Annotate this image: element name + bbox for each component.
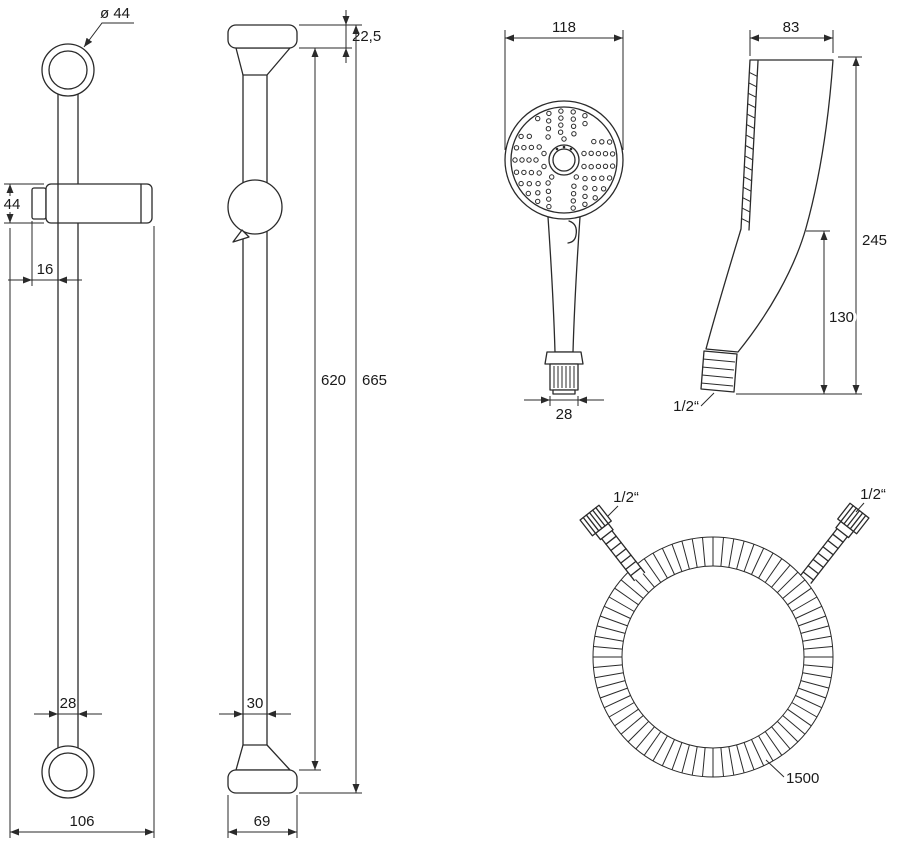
dim-text-rail-depth: 30 — [247, 695, 264, 712]
handshower-side-body — [705, 59, 834, 353]
dim-text-thread-size: 1/2“ — [673, 398, 699, 415]
mode-button — [548, 144, 580, 176]
hose-connector-left — [579, 504, 646, 582]
leader-line — [83, 22, 134, 48]
dim-rail-width-front: 28 — [34, 695, 102, 718]
dim-text-mount-diameter: ø 44 — [100, 5, 130, 22]
hang-hook — [567, 220, 577, 244]
wall-rosette-top — [41, 43, 95, 97]
nozzle-holes — [512, 108, 616, 211]
thread-hatching-side — [700, 358, 736, 387]
leader-line — [765, 759, 785, 778]
dim-text-handle-length: 130 — [829, 309, 854, 326]
dim-text-overall-height: 245 — [862, 232, 887, 249]
leader-line — [855, 502, 865, 513]
hose-connector-right — [800, 502, 870, 584]
dim-text-rail-width: 28 — [60, 695, 77, 712]
dim-rail-depth: 30 — [219, 695, 291, 718]
dim-text-overall-length: 665 — [362, 372, 387, 389]
handshower-front-view: 118 28 — [504, 16, 624, 423]
dim-connector-diameter: 28 — [524, 396, 604, 423]
dim-text-holder-height: 44 — [4, 196, 21, 213]
dim-text-head-depth: 83 — [783, 19, 800, 36]
dim-holder-height: 44 — [1, 183, 44, 224]
dim-text-connector-diameter: 28 — [556, 406, 573, 423]
dim-overall-height: 245 — [736, 56, 890, 395]
rail-side-view: 22,5 620 665 30 69 — [219, 10, 390, 838]
dim-overall-width: 106 — [9, 226, 155, 838]
dim-holder-offset: 16 — [8, 221, 82, 286]
thread-hatching-front — [553, 366, 575, 388]
dim-text-hose-thread-right: 1/2“ — [860, 486, 886, 503]
dim-rail-length: 620 — [299, 48, 349, 771]
dim-text-hose-thread-left: 1/2“ — [613, 489, 639, 506]
leader-line — [607, 505, 619, 517]
label-hose-thread-left: 1/2“ — [607, 489, 639, 517]
dim-head-diameter: 118 — [504, 16, 624, 150]
dim-head-depth: 83 — [749, 16, 834, 56]
dim-text-holder-offset: 16 — [37, 261, 54, 278]
dim-overall-length: 665 — [299, 25, 390, 794]
dim-text-rail-length: 620 — [321, 372, 346, 389]
wall-mount-top-side — [227, 24, 298, 76]
label-hose-thread-right: 1/2“ — [855, 486, 886, 513]
dim-text-head-diameter: 118 — [552, 19, 576, 36]
handshower-handle — [544, 216, 584, 395]
dim-handle-length: 130 — [806, 230, 857, 394]
dim-mount-height: 22,5 — [299, 10, 381, 63]
shower-holder-front — [31, 183, 153, 224]
wall-rosette-bottom — [41, 745, 95, 799]
hose-ribs — [592, 536, 834, 778]
leader-line — [700, 392, 715, 407]
handshower-side-view: 83 245 130 1/2“ — [673, 16, 890, 415]
rail-tube-side — [242, 72, 268, 748]
dim-mount-diameter: ø 44 — [83, 5, 134, 48]
wall-mount-bottom-side — [227, 744, 298, 794]
label-thread-size: 1/2“ — [673, 392, 715, 415]
spray-face-ticks — [741, 71, 758, 224]
rail-front-view: ø 44 44 16 28 106 — [1, 5, 155, 838]
dim-text-hose-length: 1500 — [786, 770, 819, 787]
dim-text-overall-depth: 69 — [254, 813, 271, 830]
shower-holder-side — [227, 179, 283, 243]
dim-text-overall-width: 106 — [69, 813, 94, 830]
dim-overall-depth: 69 — [227, 795, 298, 838]
label-hose-length: 1500 — [765, 759, 822, 790]
hose-view: 1/2“ 1/2“ 1500 — [579, 486, 886, 790]
